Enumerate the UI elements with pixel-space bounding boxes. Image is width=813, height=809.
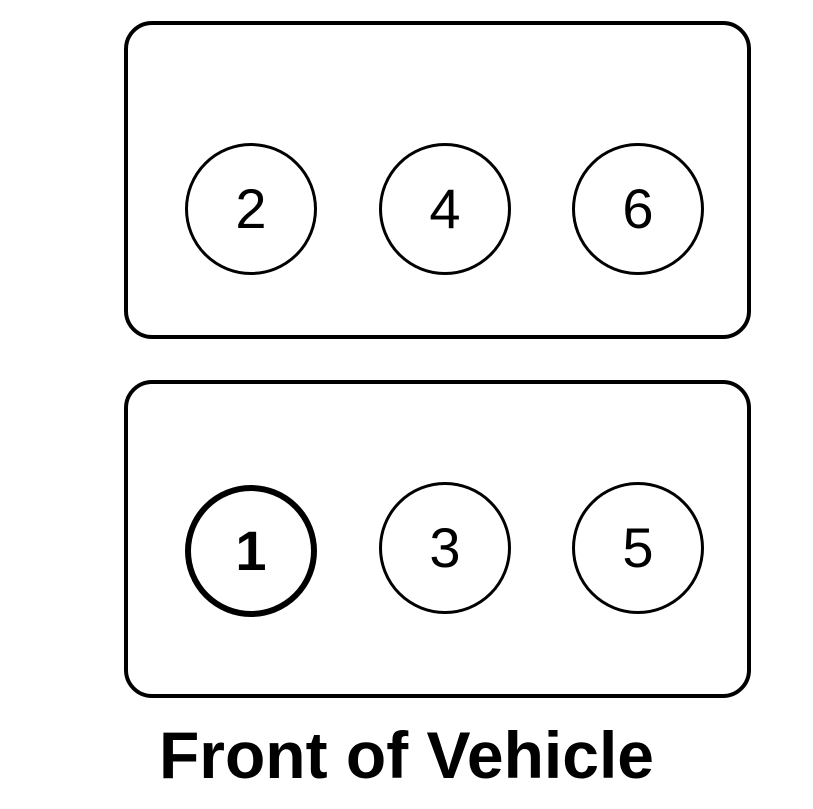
- front-cylinder-bank: 1 3 5: [124, 380, 751, 698]
- cylinder-4: 4: [379, 143, 511, 275]
- cylinder-3: 3: [379, 482, 511, 614]
- rear-cylinder-bank: 2 4 6: [124, 21, 751, 339]
- cylinder-5: 5: [572, 482, 704, 614]
- cylinder-1: 1: [185, 485, 317, 617]
- front-of-vehicle-caption: Front of Vehicle: [158, 718, 655, 792]
- cylinder-6: 6: [572, 143, 704, 275]
- cylinder-2: 2: [185, 143, 317, 275]
